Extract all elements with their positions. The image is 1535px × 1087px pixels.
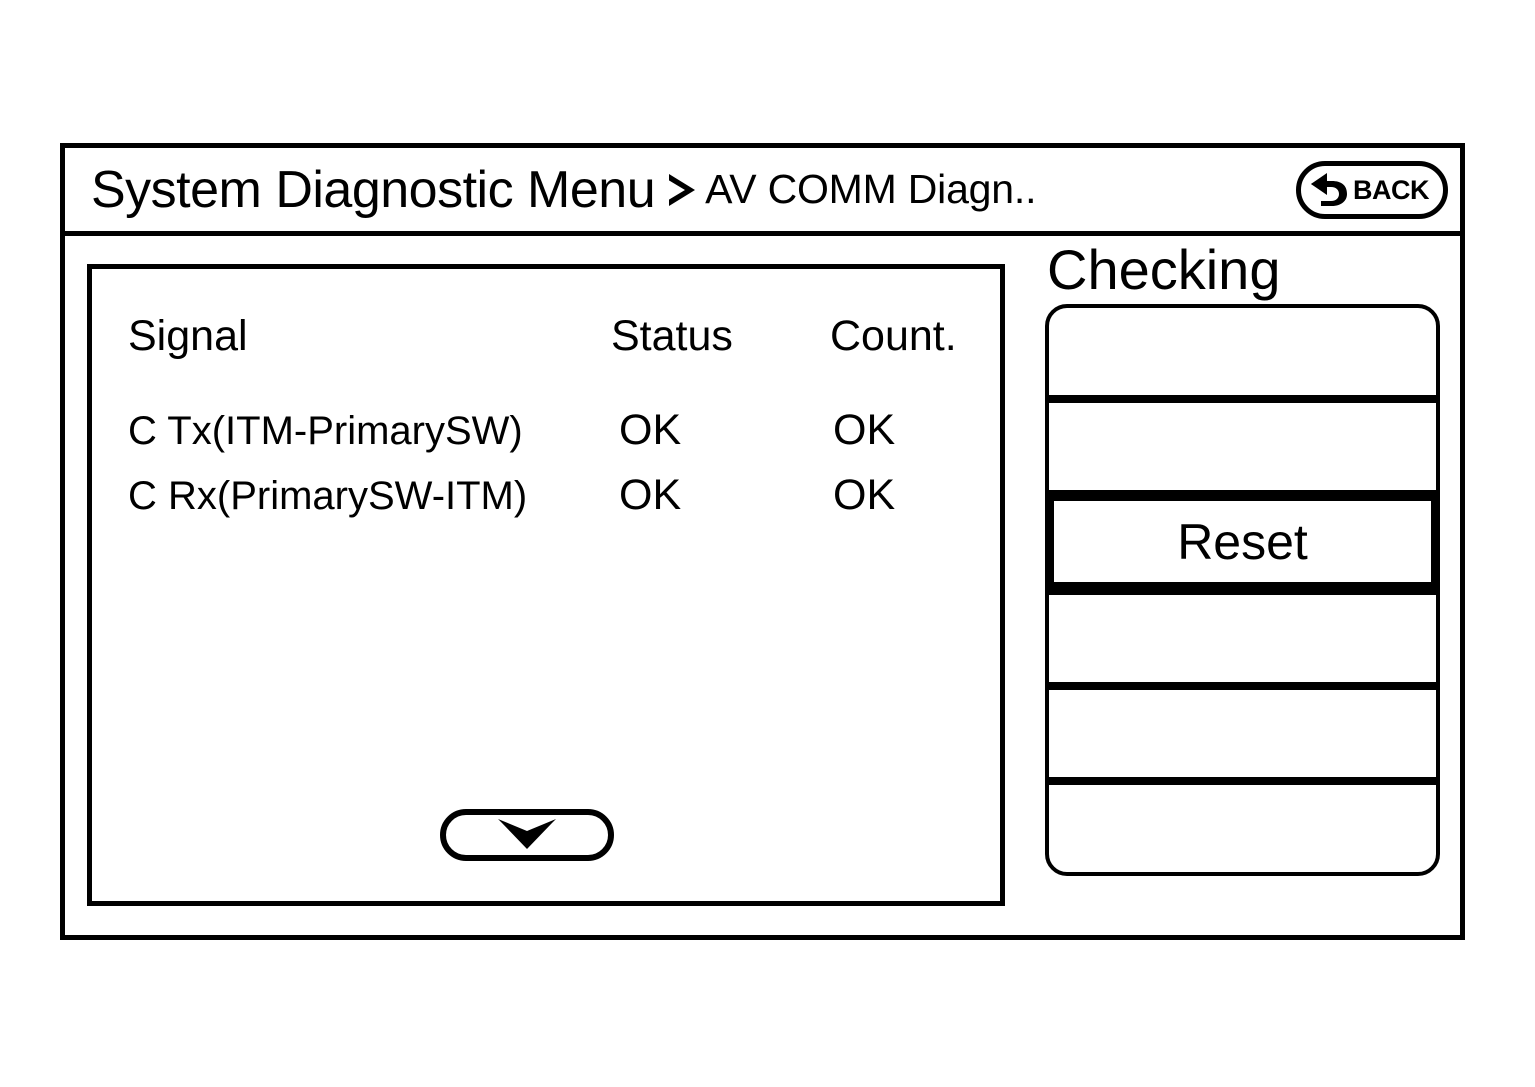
side-button-1[interactable]	[1045, 304, 1440, 399]
side-button-stack: Reset	[1045, 304, 1440, 876]
back-button-label: BACK	[1353, 174, 1430, 205]
reset-button-label: Reset	[1177, 513, 1308, 570]
side-button-5[interactable]	[1045, 686, 1440, 781]
back-button[interactable]: BACK	[1296, 161, 1448, 219]
cell-status: OK	[619, 471, 682, 519]
side-button-6[interactable]	[1045, 781, 1440, 876]
cell-count: OK	[833, 406, 896, 454]
table-row[interactable]: C Tx(ITM-PrimarySW) OK OK	[92, 409, 1000, 465]
page-title: System Diagnostic Menu	[91, 160, 656, 219]
table-header: Signal Status Count.	[92, 315, 1000, 365]
cell-signal: C Tx(ITM-PrimarySW)	[128, 409, 523, 453]
column-header-status: Status	[611, 312, 733, 360]
column-header-signal: Signal	[128, 312, 248, 360]
cell-count: OK	[833, 471, 896, 519]
chevron-down-icon	[492, 813, 562, 858]
cell-signal: C Rx(PrimarySW-ITM)	[128, 474, 528, 518]
side-button-2[interactable]	[1045, 399, 1440, 494]
title-bar: System Diagnostic Menu AV COMM Diagn.. B…	[65, 148, 1460, 236]
status-label: Checking	[1047, 238, 1281, 301]
triangle-right-icon	[665, 173, 696, 206]
side-panel: Checking Reset	[1035, 236, 1450, 935]
content-area: Signal Status Count. C Tx(ITM-PrimarySW)…	[65, 236, 1460, 935]
diagnostic-screen-frame: System Diagnostic Menu AV COMM Diagn.. B…	[60, 143, 1465, 940]
column-header-count: Count.	[830, 312, 957, 360]
breadcrumb-current: AV COMM Diagn..	[705, 166, 1037, 212]
back-arrow-icon	[1309, 168, 1355, 213]
side-button-4[interactable]	[1045, 591, 1440, 686]
cell-status: OK	[619, 406, 682, 454]
signal-list-panel: Signal Status Count. C Tx(ITM-PrimarySW)…	[87, 264, 1005, 906]
scroll-down-button[interactable]	[440, 809, 614, 861]
reset-button[interactable]: Reset	[1045, 492, 1440, 591]
table-row[interactable]: C Rx(PrimarySW-ITM) OK OK	[92, 474, 1000, 530]
